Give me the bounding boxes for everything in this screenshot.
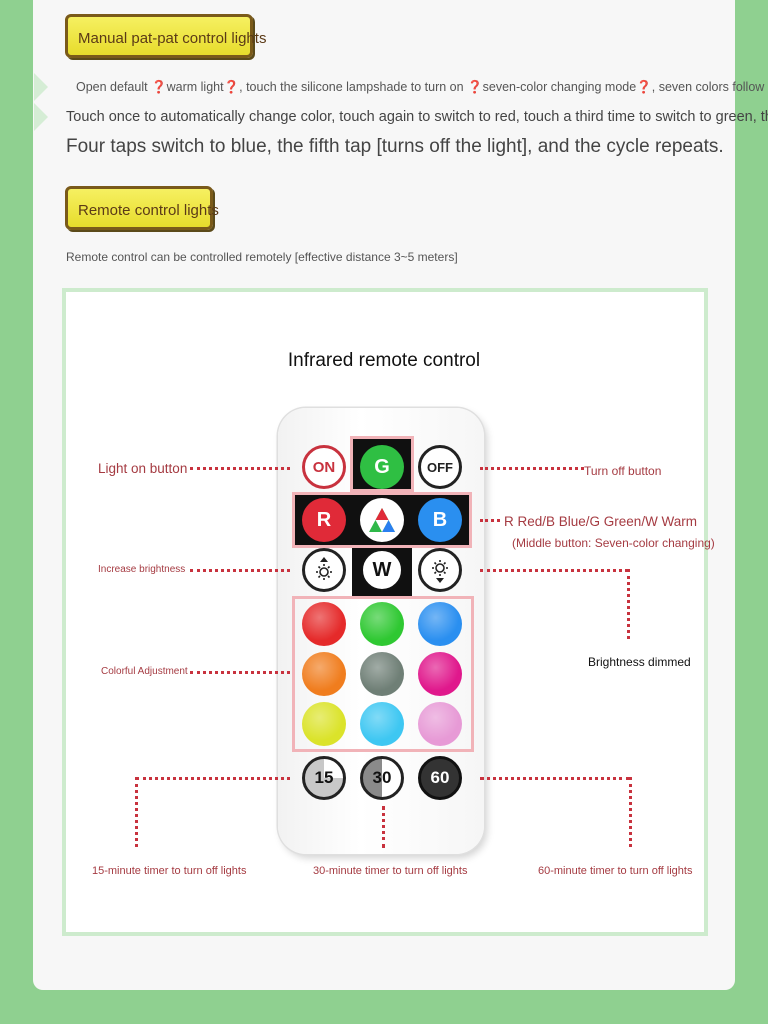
dpad-highlight xyxy=(292,492,472,548)
label-timer-15: 15-minute timer to turn off lights xyxy=(92,865,247,877)
dpad-highlight xyxy=(350,436,414,492)
label-colorful-adjustment: Colorful Adjustment xyxy=(101,666,188,677)
blue-button[interactable]: B xyxy=(418,498,462,542)
label-middle-button: (Middle button: Seven-color changing) xyxy=(512,536,715,550)
leader-colorful-adjustment xyxy=(190,671,290,674)
remote-control-badge: Remote control lights xyxy=(65,186,219,230)
brightness-down-button[interactable] xyxy=(418,548,462,592)
leader-timer-30-vertical xyxy=(382,806,385,848)
warm-button[interactable]: W xyxy=(360,548,404,592)
brightness-up-button[interactable] xyxy=(302,548,346,592)
label-turn-off: Turn off button xyxy=(584,464,662,478)
leader-timer-60 xyxy=(480,777,630,780)
label-brightness-dimmed: Brightness dimmed xyxy=(588,655,691,669)
color-button[interactable] xyxy=(360,652,404,696)
color-button[interactable] xyxy=(418,652,462,696)
color-button[interactable] xyxy=(302,702,346,746)
remote-description: Remote control can be controlled remotel… xyxy=(66,250,458,264)
panel-title: Infrared remote control xyxy=(287,350,481,371)
manual-control-badge: Manual pat-pat control lights xyxy=(65,14,266,58)
on-button[interactable]: ON xyxy=(302,445,346,489)
brightness-up-icon xyxy=(316,557,332,580)
label-timer-60: 60-minute timer to turn off lights xyxy=(538,865,693,877)
seven-color-button[interactable] xyxy=(360,498,404,542)
leader-brightness-dimmed-vertical xyxy=(627,569,630,639)
leader-timer-60-vertical xyxy=(629,777,632,847)
color-button[interactable] xyxy=(418,702,462,746)
label-timer-30: 30-minute timer to turn off lights xyxy=(313,865,468,877)
arrow-decoration xyxy=(34,73,48,101)
color-button[interactable] xyxy=(360,702,404,746)
arrow-decoration xyxy=(34,103,48,131)
off-button[interactable]: OFF xyxy=(418,445,462,489)
label-increase-brightness: Increase brightness xyxy=(98,564,186,575)
leader-timer-15 xyxy=(136,777,290,780)
leader-turn-off xyxy=(480,467,584,470)
label-light-on: Light on button xyxy=(98,461,188,476)
rgb-triangle-icon xyxy=(369,508,395,532)
label-rgbw: R Red/B Blue/G Green/W Warm xyxy=(504,514,698,529)
red-button[interactable]: R xyxy=(302,498,346,542)
leader-timer-15-vertical xyxy=(135,777,138,847)
leader-light-on xyxy=(190,467,290,470)
leader-increase-brightness xyxy=(190,569,290,572)
timer-30-button[interactable]: 30 xyxy=(360,756,404,800)
manual-description-line-2: Touch once to automatically change color… xyxy=(66,109,768,125)
leader-brightness-dimmed xyxy=(480,569,628,572)
color-button[interactable] xyxy=(360,602,404,646)
color-grid-highlight xyxy=(292,596,474,752)
leader-rgbw xyxy=(480,519,500,522)
color-button[interactable] xyxy=(418,602,462,646)
brightness-down-icon xyxy=(432,560,448,583)
color-button[interactable] xyxy=(302,602,346,646)
timer-15-button[interactable]: 15 xyxy=(302,756,346,800)
timer-60-button[interactable]: 60 xyxy=(418,756,462,800)
color-button[interactable] xyxy=(302,652,346,696)
manual-description-line-3: Four taps switch to blue, the fifth tap … xyxy=(66,136,724,157)
green-button[interactable]: G xyxy=(360,445,404,489)
manual-description-line-1: Open default ❓warm light❓, touch the sil… xyxy=(76,80,765,94)
